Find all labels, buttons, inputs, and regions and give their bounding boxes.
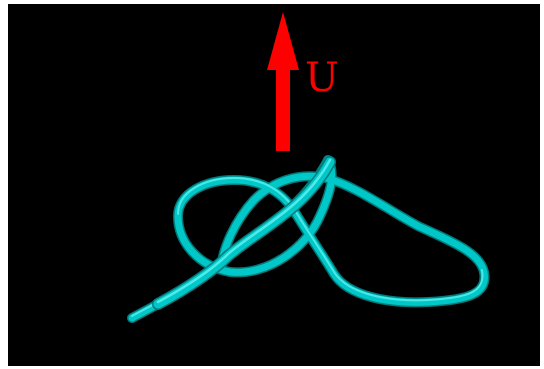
- knotted-tube: [127, 155, 490, 323]
- arrow-label: U: [305, 55, 339, 101]
- arrow-head: [267, 12, 299, 70]
- render-viewport: [8, 4, 540, 366]
- scene-svg: [127, 12, 490, 323]
- velocity-arrow: [267, 12, 299, 151]
- arrow-shaft: [276, 62, 290, 151]
